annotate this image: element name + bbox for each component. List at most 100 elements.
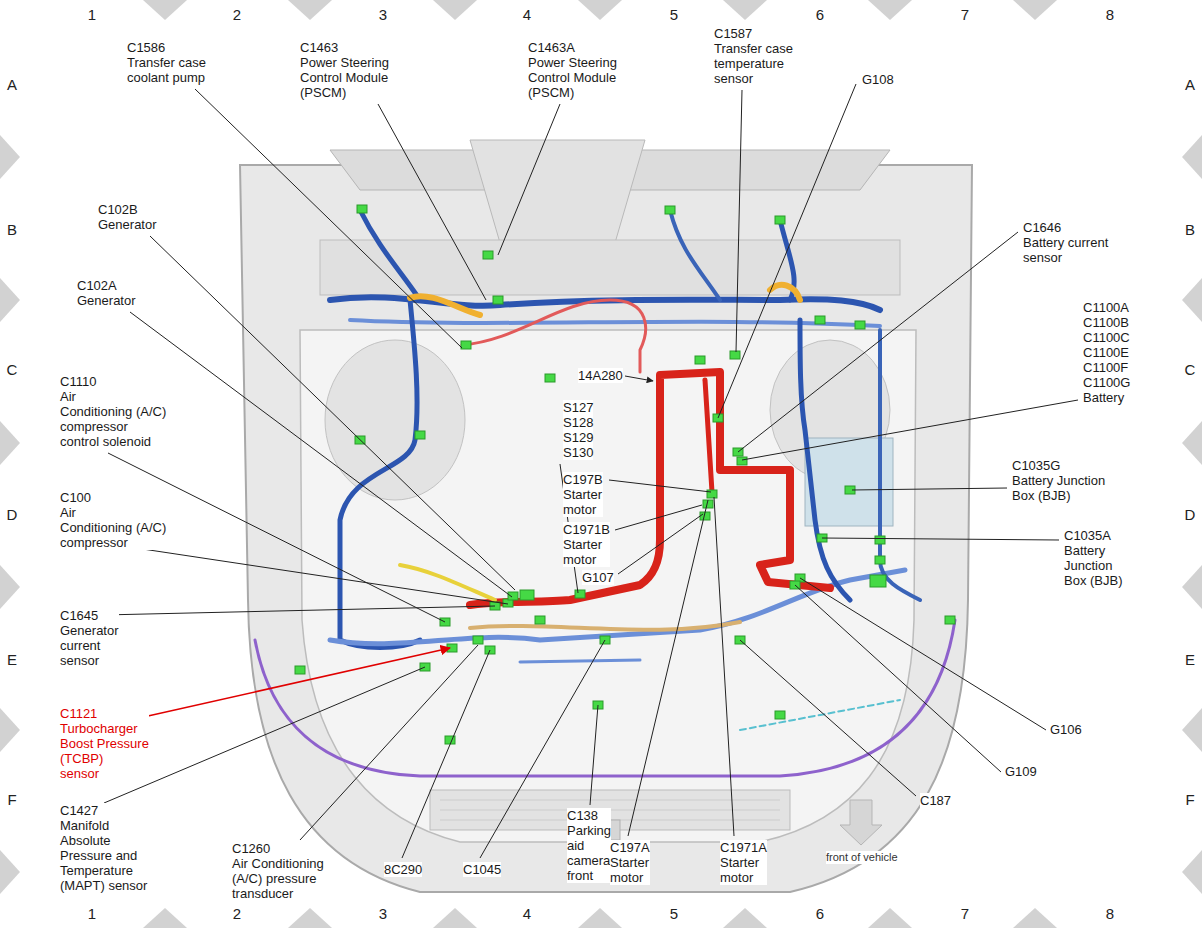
callout-label: C1971A Starter motor: [720, 840, 767, 885]
wiring-harness: [340, 300, 420, 648]
grid-reference: A: [7, 77, 17, 93]
callout-label: C100 Air Conditioning (A/C) compressor: [60, 490, 166, 550]
leader-line: [714, 497, 734, 836]
grid-marker: [0, 565, 20, 609]
leader-line: [148, 648, 450, 716]
leader-line: [628, 500, 708, 836]
grid-reference: F: [7, 792, 16, 808]
wiring-harness: [880, 330, 920, 600]
grid-reference: 8: [1106, 906, 1114, 922]
grid-reference: D: [1185, 507, 1196, 523]
wiring-harness: [470, 372, 830, 605]
callout-label: C1045: [463, 862, 501, 877]
connector-symbol: [295, 205, 955, 744]
grid-marker: [433, 908, 477, 928]
leader-line: [130, 312, 512, 597]
grid-reference: 8: [1106, 7, 1114, 23]
grid-reference: C: [1185, 362, 1196, 378]
connector-symbol: [520, 590, 534, 600]
direction-note: front of vehicle: [826, 851, 898, 864]
callout-label: C1121 Turbocharger Boost Pressure (TCBP)…: [60, 706, 149, 781]
connector-symbol: [461, 341, 471, 349]
vehicle-body: [320, 240, 900, 295]
grid-reference: 5: [670, 7, 678, 23]
connector-symbol: [415, 431, 425, 439]
leader-line: [822, 538, 1059, 540]
grid-reference: 1: [88, 906, 96, 922]
grid-marker: [723, 0, 767, 20]
callout-label: C102B Generator: [98, 202, 157, 232]
callout-label: C1646 Battery current sensor: [1023, 220, 1108, 265]
connector-symbol: [875, 536, 885, 544]
callout-label: 14A280: [578, 368, 623, 383]
leader-line: [136, 548, 508, 604]
grid-reference: E: [7, 652, 17, 668]
connector-symbol: [730, 351, 740, 359]
callout-label: C1463 Power Steering Control Module (PSC…: [300, 40, 389, 100]
leader-line: [150, 236, 515, 590]
leader-line: [718, 84, 856, 418]
leader-line: [378, 104, 486, 300]
grid-marker: [288, 908, 332, 928]
grid-marker: [0, 850, 20, 894]
grid-marker: [1182, 850, 1202, 894]
grid-marker: [433, 0, 477, 20]
callout-label: C1587 Transfer case temperature sensor: [714, 26, 793, 86]
wiring-harness: [520, 660, 640, 662]
connector-symbol: [575, 590, 585, 598]
grid-marker: [868, 908, 912, 928]
leader-line: [103, 606, 495, 615]
leader-line: [618, 514, 703, 574]
grid-reference: E: [1185, 652, 1195, 668]
leader-line: [590, 705, 598, 805]
grid-marker: [1182, 278, 1202, 322]
callout-label: C1100A C1100B C1100C C1100E C1100F C1100…: [1083, 300, 1130, 405]
callout-label: C1645 Generator current sensor: [60, 608, 119, 668]
leader-line: [103, 84, 1078, 858]
connector-symbol: [295, 666, 305, 674]
grid-reference: 7: [961, 7, 969, 23]
grid-reference: 1: [88, 7, 96, 23]
wiring-harness: [740, 700, 900, 730]
wiring-harness: [462, 300, 646, 372]
grid-marker: [1013, 908, 1057, 928]
connector-symbol: [875, 556, 885, 564]
connector-symbol: [707, 490, 717, 498]
callout-label: C197A Starter motor: [610, 840, 650, 885]
connector-symbol: [775, 711, 785, 719]
grid-reference: F: [1185, 792, 1194, 808]
callout-label: C1110 Air Conditioning (A/C) compressor …: [60, 374, 166, 449]
callout-label: G108: [862, 72, 894, 87]
callout-label: C102A Generator: [77, 278, 136, 308]
connector-symbol: [775, 216, 785, 224]
leader-line: [195, 89, 462, 348]
callout-label: C138 Parking aid camera front: [567, 808, 611, 883]
leader-line: [852, 488, 1007, 490]
grid-marker: [1182, 135, 1202, 179]
connector-symbol: [357, 205, 367, 213]
grid-reference: 3: [379, 906, 387, 922]
wiring-harness: [770, 285, 800, 300]
grid-marker: [143, 908, 187, 928]
leader-line: [615, 505, 702, 530]
grid-reference: 4: [523, 906, 531, 922]
callout-label: G107: [582, 570, 614, 585]
grid-reference: 4: [523, 7, 531, 23]
grid-marker: [578, 908, 622, 928]
connector-symbol: [815, 316, 825, 324]
callout-label: G109: [1005, 764, 1037, 779]
wiring-harness: [670, 210, 720, 300]
callout-label: C1035A Battery Junction Box (BJB): [1064, 528, 1123, 588]
leader-line: [740, 640, 916, 796]
leader-line: [736, 90, 742, 352]
leader-line: [625, 376, 653, 381]
callout-label: 8C290: [384, 862, 422, 877]
connector-symbol: [855, 321, 865, 329]
wiring-harness: [705, 380, 712, 492]
callout-label: G106: [1050, 722, 1082, 737]
callout-label: C1260 Air Conditioning (A/C) pressure tr…: [232, 841, 324, 901]
vehicle-body: [240, 165, 972, 892]
connector-symbol: [945, 616, 955, 624]
grid-reference: C: [7, 362, 18, 378]
